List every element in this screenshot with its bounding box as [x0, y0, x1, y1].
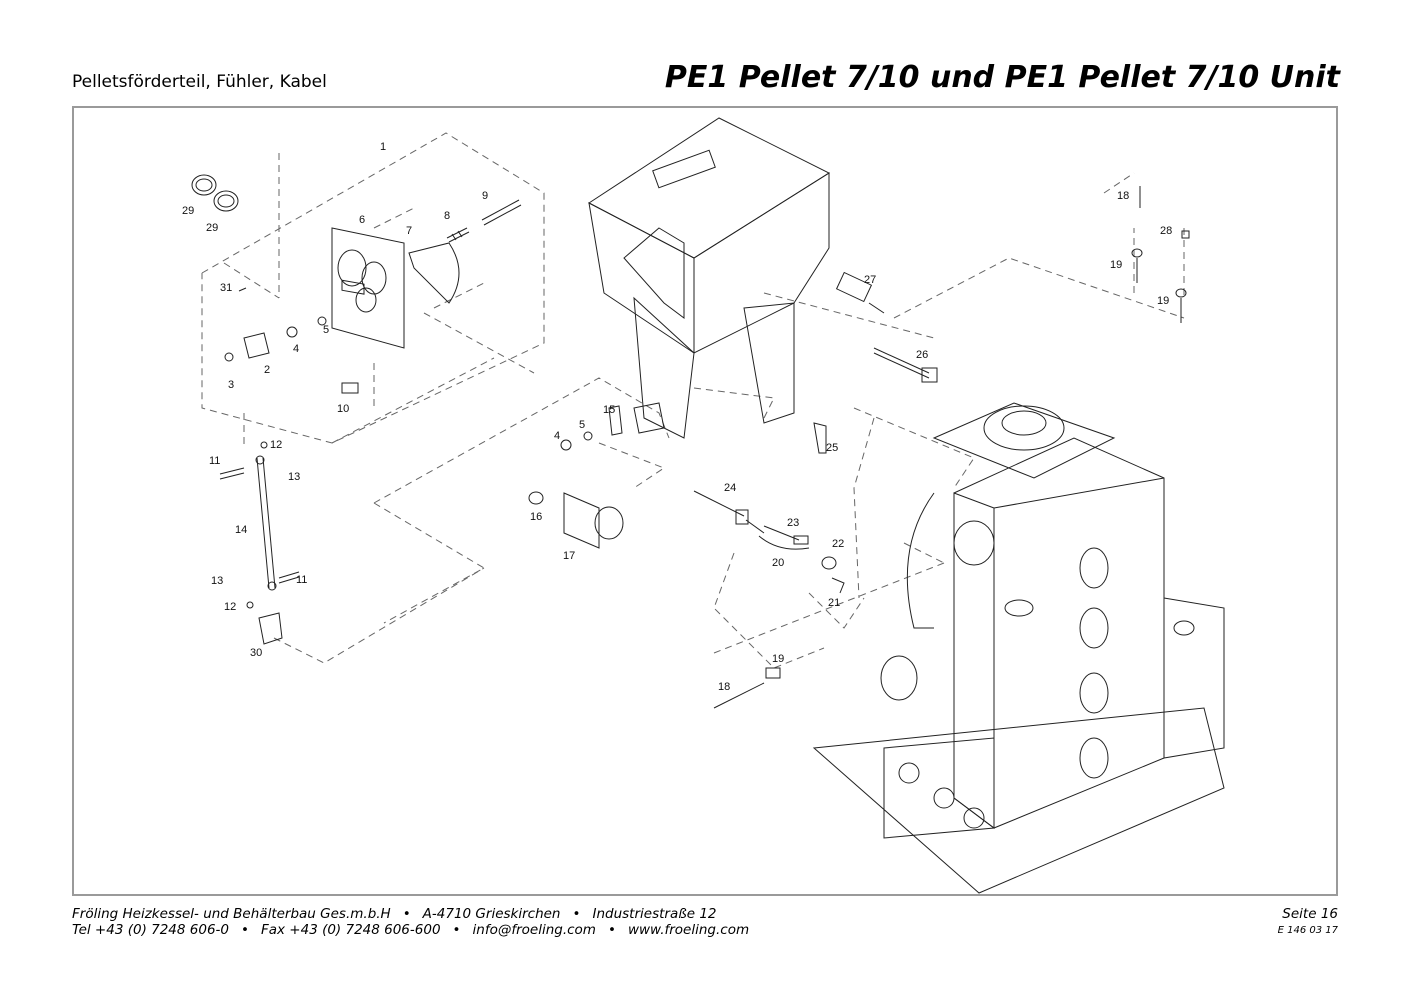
- callout-5: 5: [579, 419, 585, 431]
- callout-4: 4: [554, 430, 560, 442]
- assembly-outline-1: [201, 132, 1185, 669]
- callout-18: 18: [1117, 190, 1129, 202]
- callout-24: 24: [724, 482, 736, 494]
- cable-part-26: [873, 347, 938, 383]
- callout-16: 16: [530, 511, 542, 523]
- screw-part-28: [1181, 230, 1190, 239]
- small-hardware-group-a: [224, 287, 359, 394]
- callout-12: 12: [270, 439, 282, 451]
- small-hardware-group-b: [560, 402, 665, 451]
- sensor-part-19-lower: [713, 667, 781, 709]
- footer-company: Fröling Heizkessel- und Behälterbau Ges.…: [72, 906, 391, 922]
- footer-contact-line: Tel +43 (0) 7248 606-0•Fax +43 (0) 7248 …: [72, 922, 750, 938]
- callout-30: 30: [250, 647, 262, 659]
- callout-3: 3: [228, 379, 234, 391]
- callout-12: 12: [224, 601, 236, 613]
- callout-25: 25: [826, 442, 838, 454]
- callout-4: 4: [293, 343, 299, 355]
- callout-17: 17: [563, 550, 575, 562]
- callout-27: 27: [864, 274, 876, 286]
- footer-email[interactable]: info@froeling.com: [472, 922, 596, 938]
- footer-tel: Tel +43 (0) 7248 606-0: [72, 922, 229, 938]
- exploded-parts-drawing: 1 29 29 6 7 8 9 31 4 5 2 3 10 12 11 13 1…: [182, 117, 1225, 894]
- exploded-drawing-frame: 1 29 29 6 7 8 9 31 4 5 2 3 10 12 11 13 1…: [72, 106, 1338, 896]
- callout-11: 11: [296, 574, 307, 586]
- callout-15: 15: [603, 404, 615, 416]
- sensor-part-27: [835, 271, 885, 314]
- callout-9: 9: [482, 190, 488, 202]
- callout-21: 21: [828, 597, 840, 609]
- sensor-part-19-upper: [1131, 248, 1187, 323]
- callout-19: 19: [772, 653, 784, 665]
- callout-7: 7: [406, 225, 412, 237]
- pellet-hopper-housing: [588, 117, 831, 439]
- footer-web[interactable]: www.froeling.com: [627, 922, 750, 938]
- callout-10: 10: [337, 403, 349, 415]
- boiler-body: [812, 402, 1225, 894]
- footer-street: Industriestraße 12: [592, 906, 717, 922]
- page-subtitle: Pelletsförderteil, Fühler, Kabel: [72, 72, 327, 92]
- callout-1: 1: [380, 141, 386, 153]
- footer-company-line: Fröling Heizkessel- und Behälterbau Ges.…: [72, 906, 717, 922]
- callout-22: 22: [832, 538, 844, 550]
- document-number: E 146 03 17: [1277, 925, 1338, 936]
- gear-motor-part-17: [528, 491, 624, 549]
- sensor-part-23: [763, 525, 809, 545]
- callout-18: 18: [718, 681, 730, 693]
- grommet-part-22: [821, 556, 837, 570]
- hose-clamp-part-29: [191, 174, 239, 212]
- callout-14: 14: [235, 524, 247, 536]
- callout-2: 2: [264, 364, 270, 376]
- spring-part-8: [446, 227, 470, 243]
- callout-labels: 1 29 29 6 7 8 9 31 4 5 2 3 10 12 11 13 1…: [182, 141, 1172, 693]
- callout-28: 28: [1160, 225, 1172, 237]
- sensor-part-20: [758, 535, 810, 550]
- callout-6: 6: [359, 214, 365, 226]
- callout-8: 8: [444, 210, 450, 222]
- bracket-part-25: [813, 422, 827, 454]
- callout-26: 26: [916, 349, 928, 361]
- callout-31: 31: [220, 282, 232, 294]
- callout-23: 23: [787, 517, 799, 529]
- callout-11: 11: [209, 455, 220, 467]
- clip-part-21: [831, 577, 845, 594]
- page-number: Seite 16: [1282, 906, 1338, 922]
- pin-part-9: [481, 199, 522, 226]
- motor-plate-part-6: [331, 227, 405, 349]
- cable-part-24: [693, 490, 765, 534]
- callout-20: 20: [772, 557, 784, 569]
- callout-13: 13: [288, 471, 300, 483]
- callout-13: 13: [211, 575, 223, 587]
- footer-fax: Fax +43 (0) 7248 606-600: [260, 922, 441, 938]
- page-title: PE1 Pellet 7/10 und PE1 Pellet 7/10 Unit: [664, 60, 1340, 95]
- cover-part-7: [408, 242, 460, 304]
- rod-part-14: [219, 441, 300, 645]
- callout-19: 19: [1110, 259, 1122, 271]
- callout-29: 29: [182, 205, 194, 217]
- callout-29: 29: [206, 222, 218, 234]
- callout-19: 19: [1157, 295, 1169, 307]
- callout-5: 5: [323, 324, 329, 336]
- footer-city: A-4710 Grieskirchen: [422, 906, 561, 922]
